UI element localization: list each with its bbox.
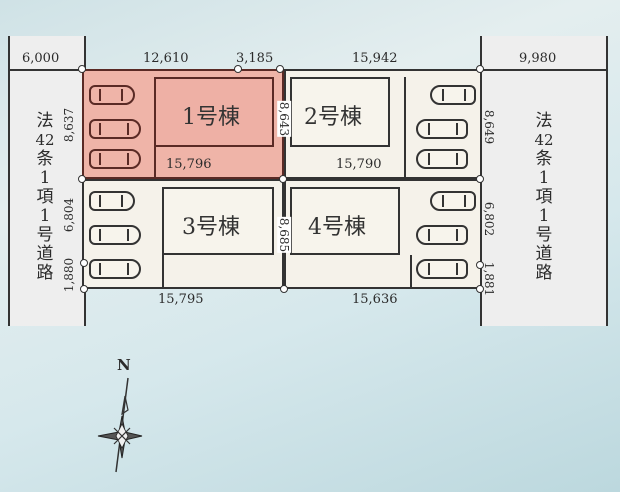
corner-marker <box>280 285 288 293</box>
parking-space <box>416 149 468 169</box>
lot-4-label: 4号棟 <box>308 215 366 240</box>
corner-marker <box>476 285 484 293</box>
dim-lot1-bottom: 15,796 <box>166 157 212 172</box>
dim-left-lot3-lower: 1,880 <box>62 257 77 293</box>
lot-1-house: 1号棟 <box>154 77 274 147</box>
parking-space <box>430 85 476 105</box>
dim-center-lower: 8,685 <box>277 216 292 254</box>
corner-marker <box>78 65 86 73</box>
corner-marker <box>476 175 484 183</box>
parking-space <box>416 259 468 279</box>
lot-2[interactable]: 2号棟 15,790 <box>284 69 482 179</box>
dim-bottom-lot4: 15,636 <box>352 292 398 307</box>
parking-space <box>89 225 141 245</box>
parking-space <box>89 149 141 169</box>
right-road-width-dim: 9,980 <box>519 51 557 66</box>
dim-top-lot1-right: 3,185 <box>236 51 274 66</box>
corner-marker <box>78 175 86 183</box>
dim-left-lot1: 8,637 <box>62 107 77 143</box>
corner-marker <box>476 65 484 73</box>
lot-2-label: 2号棟 <box>304 105 362 130</box>
parking-space <box>89 119 141 139</box>
parking-space <box>430 191 476 211</box>
lot-2-wall <box>404 77 406 177</box>
parking-space <box>89 259 141 279</box>
corner-marker <box>234 65 242 73</box>
dim-right-lot2: 8,649 <box>482 109 497 145</box>
dim-bottom-lot3: 15,795 <box>158 292 204 307</box>
left-road-width-dim: 6,000 <box>22 51 60 66</box>
north-label: N <box>117 356 131 374</box>
dim-center-upper: 8,643 <box>277 100 292 138</box>
corner-marker <box>80 259 88 267</box>
corner-marker <box>476 261 484 269</box>
parking-space <box>416 119 468 139</box>
lot-1-wall <box>154 77 156 177</box>
dim-right-lot4: 6,802 <box>482 201 497 237</box>
dim-lot2-bottom: 15,790 <box>336 157 382 172</box>
dim-right-lot4-lower: 1,881 <box>482 261 497 297</box>
dim-top-lot2: 15,942 <box>352 51 398 66</box>
parking-space <box>89 85 135 105</box>
lot-3-house: 3号棟 <box>162 187 274 255</box>
lot-4[interactable]: 4号棟 <box>284 179 482 289</box>
lot-3[interactable]: 3号棟 <box>82 179 284 289</box>
corner-marker <box>279 175 287 183</box>
lot-3-wall <box>162 255 164 287</box>
corner-marker <box>276 65 284 73</box>
lot-4-wall <box>410 255 412 287</box>
lot-3-label: 3号棟 <box>182 215 240 240</box>
dim-left-lot3: 6,804 <box>62 197 77 233</box>
lot-2-house: 2号棟 <box>290 77 390 147</box>
lot-1[interactable]: 1号棟 15,796 <box>82 69 284 179</box>
lot-4-house: 4号棟 <box>290 187 400 255</box>
right-road-dim-line <box>480 69 606 71</box>
parking-space <box>89 191 135 211</box>
corner-marker <box>80 285 88 293</box>
right-road <box>480 36 608 326</box>
compass-rose-icon <box>97 377 143 473</box>
lot-1-label: 1号棟 <box>182 105 240 130</box>
parking-space <box>416 225 468 245</box>
dim-top-lot1-left: 12,610 <box>143 51 189 66</box>
left-road-dim-line <box>10 69 84 71</box>
